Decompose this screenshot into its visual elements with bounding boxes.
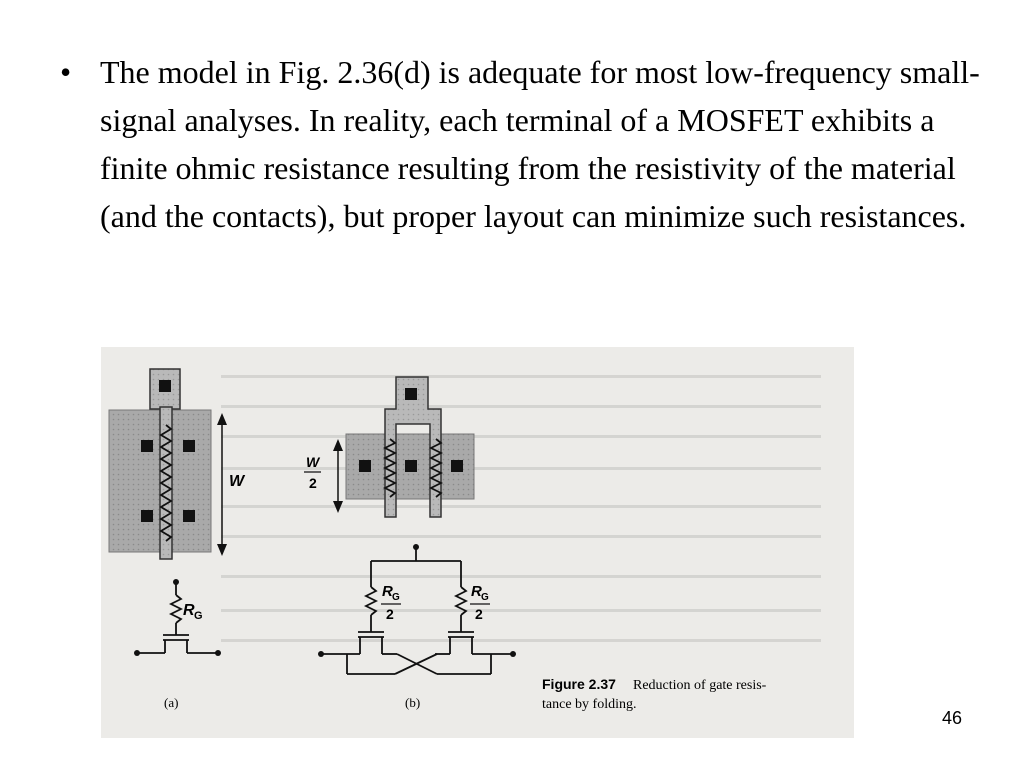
rg-half-sub-b: G [481,592,489,603]
rg-half-num-a: R [382,583,393,600]
rg-label: R [183,602,195,619]
bullet-point: • The model in Fig. 2.36(d) is adequate … [60,48,980,240]
contact-a-2 [183,440,195,452]
rg-half-num-b: R [471,583,482,600]
panel-a-label: (a) [164,695,178,710]
contact-a-3 [141,510,153,522]
contact-a-4 [183,510,195,522]
bullet-text: The model in Fig. 2.36(d) is adequate fo… [100,54,980,234]
layout-a [108,368,227,560]
contact-b-2 [405,460,417,472]
schematic-a [139,584,216,654]
schematic-b [323,549,511,675]
panel-b-label: (b) [405,695,420,710]
figure-gate-resistance-folding: W W 2 [101,347,854,738]
layout-b [333,376,475,518]
contact-b-3 [451,460,463,472]
half-width-den: 2 [309,475,317,491]
rg-subscript: G [194,610,203,622]
gate-contact-b [405,388,417,400]
rg-half-den-b: 2 [475,606,483,622]
gate-contact-a [159,380,171,392]
half-width-num: W [306,454,321,470]
distributed-resistor-b-right [428,438,444,498]
rg-half-den-a: 2 [386,606,394,622]
figure-drawing: W W 2 [108,368,821,712]
width-label: W [229,473,246,490]
slide-number: 46 [941,708,962,728]
contact-b-1 [359,460,371,472]
caption-line-2: tance by folding. [542,697,636,712]
distributed-resistor-b-left [382,438,398,498]
caption-title: Figure 2.37 [542,676,616,692]
background-bleed-lines [221,375,821,642]
rg-half-sub-a: G [392,592,400,603]
contact-a-1 [141,440,153,452]
bullet-symbol: • [60,54,72,90]
folded-gate-poly [384,376,442,518]
caption-line-1: Reduction of gate resis- [633,678,767,693]
distributed-resistor-a [159,424,173,542]
